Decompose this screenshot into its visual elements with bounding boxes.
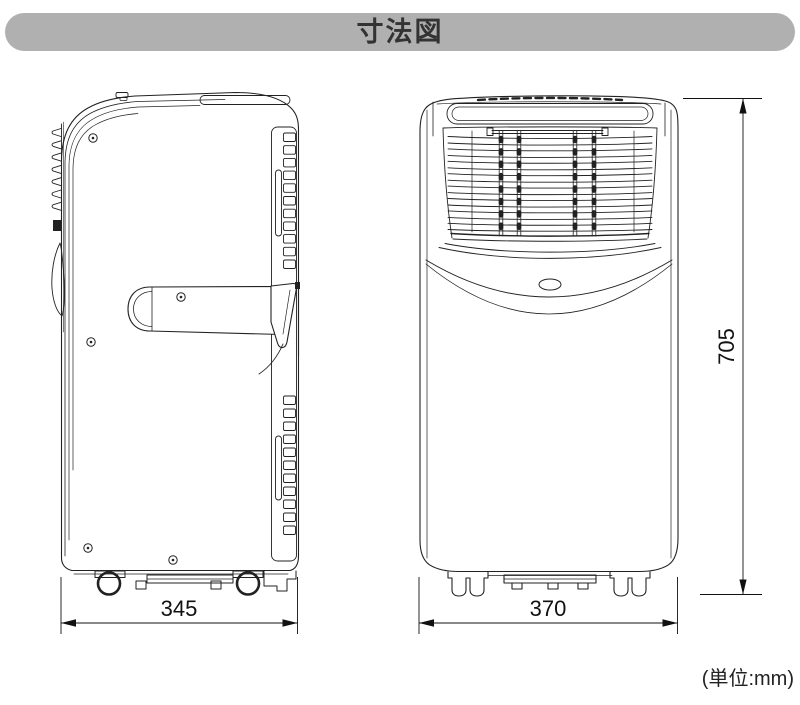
dimension-front-width: 370 xyxy=(418,577,678,634)
side-view-louver-fins xyxy=(51,121,65,333)
dimension-height: 705 xyxy=(683,98,762,595)
front-view-top-vent xyxy=(446,96,654,125)
front-grille-rods xyxy=(498,128,597,239)
arrowhead-right-icon xyxy=(282,619,298,627)
side-view-casters xyxy=(73,570,297,596)
unit-note: (単位:mm) xyxy=(701,668,794,690)
side-grille-upper-slots xyxy=(275,132,296,269)
front-width-dimension-label: 370 xyxy=(530,596,567,621)
page-title: 寸法図 xyxy=(356,17,444,47)
height-dimension-label: 705 xyxy=(714,328,739,365)
dimension-side-width: 345 xyxy=(60,577,298,634)
arrowhead-up-icon xyxy=(739,98,747,114)
side-grille-lower-slots xyxy=(275,395,296,535)
arrowhead-left-icon xyxy=(61,619,76,627)
front-view-louver-grille xyxy=(438,126,662,259)
side-width-dimension-label: 345 xyxy=(161,596,198,621)
front-view-body xyxy=(419,95,679,573)
side-view-screws xyxy=(83,133,178,565)
section-header-bar: 寸法図 xyxy=(5,13,795,51)
arrowhead-left-icon xyxy=(419,619,434,627)
front-view-panel-seam xyxy=(425,259,673,315)
side-view-grille xyxy=(271,126,297,562)
side-view-handle-recess xyxy=(127,279,300,375)
arrowhead-down-icon xyxy=(739,579,747,595)
arrowhead-right-icon xyxy=(662,619,678,627)
front-view-drawing xyxy=(419,95,679,597)
front-button-oval xyxy=(538,278,562,291)
front-view-casters xyxy=(447,571,651,597)
side-view-drawing xyxy=(51,91,300,596)
